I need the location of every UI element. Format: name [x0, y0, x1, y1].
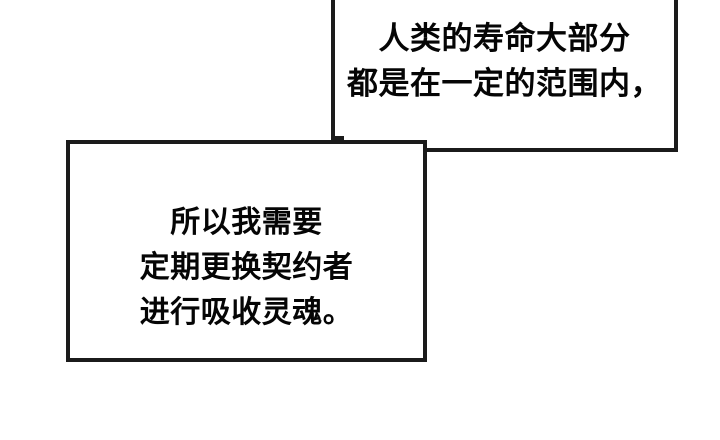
speech-line: 都是在一定的范围内，: [347, 66, 662, 101]
speech-line: 进行吸收灵魂。: [139, 296, 354, 329]
speech-line: 人类的寿命大部分: [378, 21, 631, 56]
speech-text-top-right: 人类的寿命大部分 都是在一定的范围内，: [335, 16, 674, 106]
speech-line: 定期更换契约者: [139, 251, 354, 284]
speech-panel-bottom-left: 所以我需要 定期更换契约者 进行吸收灵魂。: [66, 140, 427, 362]
speech-text-bottom-left: 所以我需要 定期更换契约者 进行吸收灵魂。: [70, 200, 423, 335]
speech-line: 所以我需要: [170, 206, 323, 239]
panel-top-corner-notch: [331, 136, 344, 140]
speech-panel-top-right: 人类的寿命大部分 都是在一定的范围内，: [331, 0, 678, 152]
